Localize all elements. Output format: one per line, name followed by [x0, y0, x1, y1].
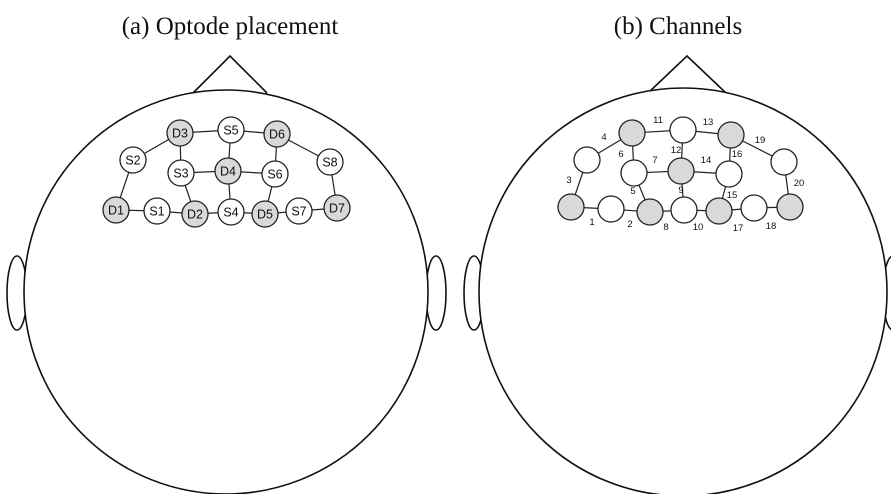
- detector-circle: [557, 193, 585, 221]
- optode-label: S6: [267, 168, 282, 182]
- optode-S6: S6: [261, 160, 289, 188]
- channel-optodes: [557, 116, 804, 226]
- panel-b-title: (b) Channels: [614, 13, 742, 40]
- detector-circle: [102, 196, 130, 224]
- head-outline-a: [23, 89, 429, 494]
- optode-label: S7: [291, 205, 306, 219]
- source-circle: [167, 159, 195, 187]
- source-circle: [669, 116, 697, 144]
- detector-circle: [636, 198, 664, 226]
- optode-label: D5: [257, 208, 273, 222]
- optode-S4: S4: [217, 198, 245, 226]
- optode-S7: S7: [285, 197, 313, 225]
- detector-circle: [776, 193, 804, 221]
- optode-label: S5: [223, 124, 238, 138]
- detector-circle: [667, 157, 695, 185]
- head-outline-b: [478, 87, 888, 494]
- optode-D2: D2: [181, 200, 209, 228]
- channel-label-6: 6: [618, 149, 623, 160]
- detector-circle: [251, 200, 279, 228]
- channel-label-14: 14: [701, 155, 712, 166]
- detector-circle: [263, 120, 291, 148]
- optode-label: D3: [172, 127, 188, 141]
- optode-D4: D4: [214, 157, 242, 185]
- source-circle: [620, 159, 648, 187]
- panel-a-title: (a) Optode placement: [122, 13, 339, 40]
- optode-D6: D6: [263, 120, 291, 148]
- channel-label-9: 9: [678, 185, 683, 196]
- channel-label-20: 20: [794, 178, 805, 189]
- source-circle: [217, 198, 245, 226]
- source-circle: [597, 195, 625, 223]
- optode-label: D1: [108, 204, 124, 218]
- channel-label-4: 4: [601, 132, 606, 143]
- source-circle: [261, 160, 289, 188]
- detector-circle: [166, 119, 194, 147]
- source-circle: [770, 148, 798, 176]
- optode-label: D6: [269, 128, 285, 142]
- optode-S8: S8: [316, 148, 344, 176]
- channel-label-19: 19: [755, 135, 766, 146]
- channel-label-3: 3: [566, 175, 571, 186]
- nose-b: [647, 54, 727, 94]
- optode-D7: D7: [323, 194, 351, 222]
- optode-S3: S3: [167, 159, 195, 187]
- optode-S5: S5: [217, 116, 245, 144]
- detector-circle: [618, 119, 646, 147]
- channel-label-13: 13: [703, 117, 714, 128]
- optode-label: D4: [220, 165, 236, 179]
- channel-label-18: 18: [766, 221, 777, 232]
- optode-label: S2: [125, 154, 140, 168]
- channel-label-7: 7: [652, 155, 657, 166]
- optode-label: S3: [173, 167, 188, 181]
- channel-label-12: 12: [671, 145, 682, 156]
- channel-label-15: 15: [727, 190, 738, 201]
- source-circle: [316, 148, 344, 176]
- channel-label-11: 11: [653, 115, 663, 126]
- detector-circle: [705, 197, 733, 225]
- optode-label: S1: [149, 205, 164, 219]
- channel-label-2: 2: [627, 219, 632, 230]
- optode-D3: D3: [166, 119, 194, 147]
- source-circle: [143, 197, 171, 225]
- detector-circle: [181, 200, 209, 228]
- optode-label: D7: [329, 202, 345, 216]
- detector-circle: [323, 194, 351, 222]
- channel-label-10: 10: [693, 222, 704, 233]
- detector-circle: [214, 157, 242, 185]
- channel-label-17: 17: [733, 223, 744, 234]
- channel-label-1: 1: [589, 217, 594, 228]
- source-circle: [715, 160, 743, 188]
- channel-label-8: 8: [663, 222, 668, 233]
- optode-D5: D5: [251, 200, 279, 228]
- optode-S2: S2: [119, 146, 147, 174]
- source-circle: [285, 197, 313, 225]
- optode-D1: D1: [102, 196, 130, 224]
- source-circle: [573, 146, 601, 174]
- source-circle: [740, 194, 768, 222]
- optode-label: S4: [223, 206, 238, 220]
- optode-S1: S1: [143, 197, 171, 225]
- channel-label-16: 16: [732, 149, 743, 160]
- channel-label-5: 5: [630, 186, 635, 197]
- nose-a: [192, 54, 268, 94]
- right-ear-a: [425, 255, 447, 331]
- detector-circle: [717, 121, 745, 149]
- source-circle: [217, 116, 245, 144]
- source-circle: [119, 146, 147, 174]
- optode-label: S8: [322, 156, 337, 170]
- optode-label: D2: [187, 208, 203, 222]
- source-circle: [670, 196, 698, 224]
